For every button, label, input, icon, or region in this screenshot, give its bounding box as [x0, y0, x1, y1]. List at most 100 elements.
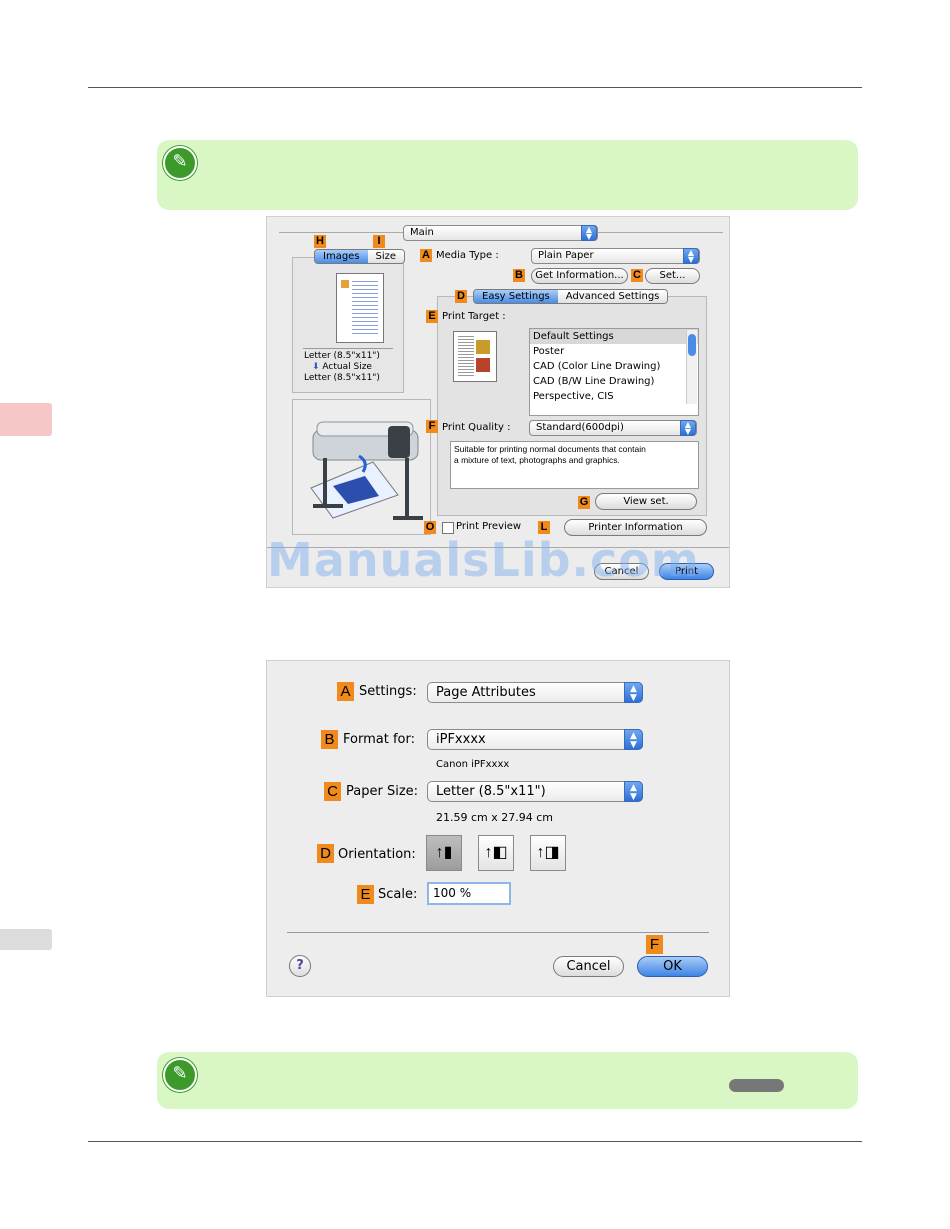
tab-images[interactable]: Images: [315, 250, 368, 263]
callout-c: C: [324, 782, 341, 801]
print-preview-label: Print Preview: [456, 521, 522, 532]
settings-label: Settings:: [359, 684, 417, 699]
size-to: Letter (8.5"x11"): [304, 373, 380, 383]
description-line: a mixture of text, photographs and graph…: [454, 455, 620, 465]
cancel-button[interactable]: Cancel: [594, 563, 649, 580]
arrow-down-icon: ⬇: [312, 362, 320, 372]
callout-d: D: [455, 290, 467, 303]
chapter-tab: [0, 929, 52, 950]
size-mode-text: Actual Size: [322, 362, 372, 372]
printer-information-button[interactable]: Printer Information: [564, 519, 707, 536]
format-for-label: Format for:: [343, 732, 415, 747]
callout-f: F: [426, 420, 438, 433]
callout-e: E: [357, 885, 374, 904]
callout-i: I: [373, 235, 385, 248]
list-item[interactable]: CAD (Color Line Drawing): [533, 361, 661, 372]
thumbnail-lines: [458, 336, 474, 376]
print-target-list[interactable]: Default Settings Poster CAD (Color Line …: [529, 328, 699, 416]
paper-size-label: Paper Size:: [346, 784, 419, 799]
callout-h: H: [314, 235, 326, 248]
media-type-value: Plain Paper: [538, 250, 594, 261]
print-quality-label: Print Quality :: [442, 422, 511, 433]
list-item[interactable]: Poster: [533, 346, 565, 357]
popup-arrows-icon: ▲▼: [683, 248, 699, 264]
reference-badge: [729, 1079, 784, 1092]
orientation-landscape-icon[interactable]: ↑◧: [478, 835, 514, 871]
page-setup-screenshot: A Settings: Page Attributes ▲▼ B Format …: [266, 660, 730, 997]
divider: [597, 232, 723, 233]
cancel-button[interactable]: Cancel: [553, 956, 624, 977]
scale-input[interactable]: 100 %: [427, 882, 511, 905]
paper-size-sub: 21.59 cm x 27.94 cm: [436, 811, 554, 824]
list-scrollbar[interactable]: [686, 330, 697, 404]
scroll-thumb[interactable]: [688, 334, 696, 356]
panel-popup-value: Main: [410, 227, 434, 238]
callout-g: G: [578, 496, 590, 509]
size-from: Letter (8.5"x11"): [304, 351, 380, 361]
callout-b: B: [321, 730, 338, 749]
print-dialog-screenshot: Main ▲▼ H I Images Size Letter (8.5"x11"…: [266, 216, 730, 588]
callout-o: O: [424, 521, 436, 534]
divider: [287, 932, 709, 933]
media-type-popup[interactable]: Plain Paper ▲▼: [531, 248, 700, 264]
popup-arrows-icon: ▲▼: [624, 729, 643, 750]
print-button[interactable]: Print: [659, 563, 714, 580]
print-target-thumbnail: [453, 331, 497, 382]
callout-b: B: [513, 269, 525, 282]
panel-popup[interactable]: Main ▲▼: [403, 225, 598, 241]
popup-arrows-icon: ▲▼: [624, 781, 643, 802]
print-target-label: Print Target :: [442, 311, 506, 322]
format-for-value: iPFxxxx: [436, 732, 486, 747]
thumbnail-lines: [352, 281, 378, 335]
settings-popup[interactable]: Page Attributes ▲▼: [427, 682, 643, 703]
size-mode: ⬇ Actual Size: [312, 362, 372, 372]
bottom-rule: [88, 1141, 862, 1142]
divider: [303, 348, 393, 349]
printer-illustration-panel: [292, 399, 431, 535]
pencil-note-icon: ✎: [163, 146, 197, 180]
list-item[interactable]: Perspective, CIS: [533, 391, 614, 402]
callout-f: F: [646, 935, 663, 954]
tab-advanced-settings[interactable]: Advanced Settings: [557, 290, 668, 303]
ok-button[interactable]: OK: [637, 956, 708, 977]
thumbnail-image: [341, 280, 349, 288]
callout-d: D: [317, 844, 334, 863]
orientation-landscape-reverse-icon[interactable]: ↑◨: [530, 835, 566, 871]
popup-arrows-icon: ▲▼: [624, 682, 643, 703]
print-quality-popup[interactable]: Standard(600dpi) ▲▼: [529, 420, 697, 436]
get-information-button[interactable]: Get Information...: [531, 268, 628, 284]
list-item[interactable]: Default Settings: [530, 329, 698, 344]
thumbnail-image: [476, 358, 490, 372]
description-line: Suitable for printing normal documents t…: [454, 444, 646, 454]
popup-arrows-icon: ▲▼: [581, 225, 597, 241]
printer-illustration: [310, 421, 423, 520]
tab-size[interactable]: Size: [367, 250, 405, 263]
paper-size-value: Letter (8.5"x11"): [436, 784, 546, 799]
scale-label: Scale:: [378, 887, 418, 902]
paper-size-popup[interactable]: Letter (8.5"x11") ▲▼: [427, 781, 643, 802]
divider: [267, 547, 729, 548]
help-icon[interactable]: ?: [289, 955, 311, 977]
view-set-button[interactable]: View set.: [595, 493, 697, 510]
format-for-sub: Canon iPFxxxx: [436, 759, 510, 770]
pencil-note-icon: ✎: [163, 1058, 197, 1092]
popup-arrows-icon: ▲▼: [680, 420, 696, 436]
print-preview-checkbox[interactable]: [442, 522, 454, 534]
print-quality-value: Standard(600dpi): [536, 422, 624, 433]
note-box-bottom: ✎: [157, 1052, 858, 1109]
settings-tab-strip: Easy Settings Advanced Settings: [473, 289, 669, 304]
list-item[interactable]: CAD (B/W Line Drawing): [533, 376, 655, 387]
divider: [279, 232, 405, 233]
note-box-top: ✎: [157, 140, 858, 210]
chapter-tab-active: [0, 403, 52, 436]
tab-easy-settings[interactable]: Easy Settings: [474, 290, 558, 303]
print-quality-description: Suitable for printing normal documents t…: [450, 441, 699, 489]
set-button[interactable]: Set...: [645, 268, 700, 284]
page-thumbnail: [336, 273, 384, 343]
thumbnail-image: [476, 340, 490, 354]
left-tab-strip: Images Size: [314, 249, 406, 264]
format-for-popup[interactable]: iPFxxxx ▲▼: [427, 729, 643, 750]
top-rule: [88, 87, 862, 88]
media-type-label: Media Type :: [436, 250, 499, 261]
orientation-portrait-icon[interactable]: ↑▮: [426, 835, 462, 871]
